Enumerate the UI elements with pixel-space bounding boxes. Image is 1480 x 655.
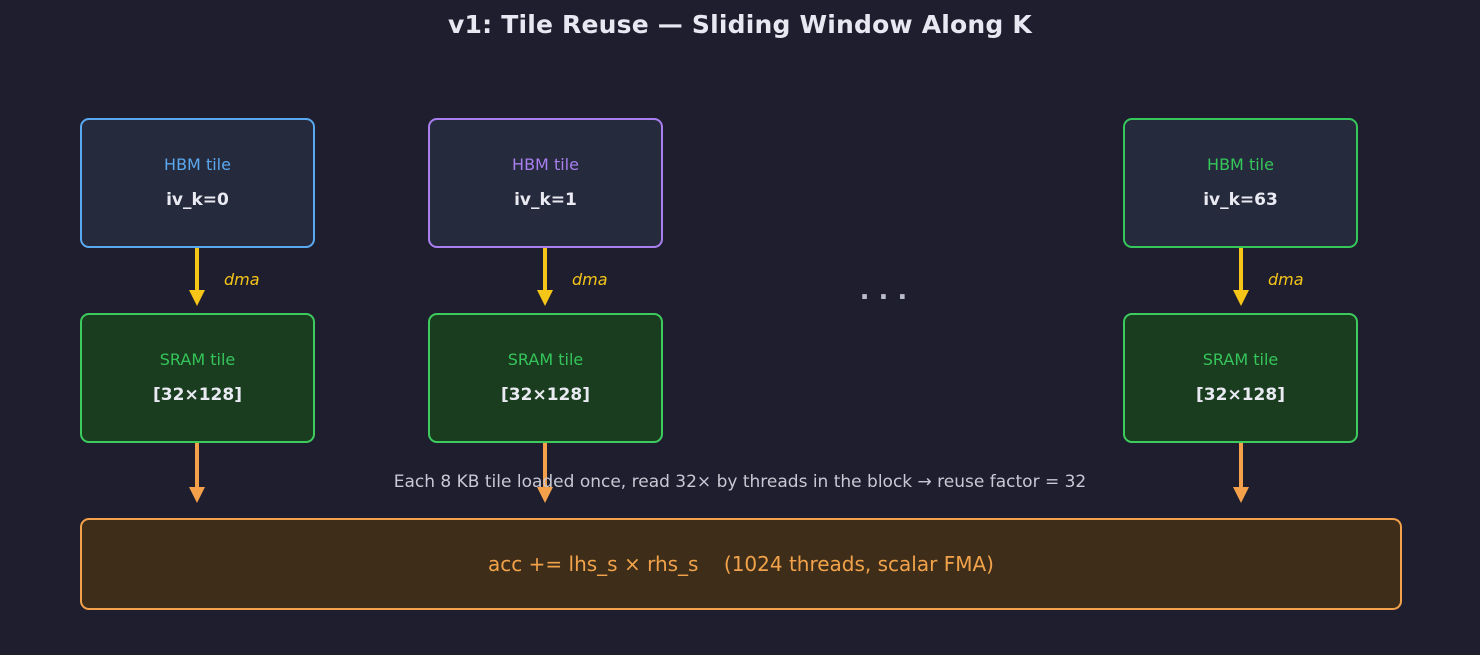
hbm-tile-kind-label: HBM tile: [1207, 154, 1274, 174]
sram-tile-shape-value: [32×128]: [1196, 385, 1285, 406]
sram-tile-node-2: SRAM tile [32×128]: [1123, 313, 1358, 443]
ellipsis-indicator: ...: [859, 276, 917, 306]
accumulate-arrow-1: [532, 443, 558, 505]
dma-edge-label-2: dma: [1268, 270, 1304, 289]
page-title: v1: Tile Reuse — Sliding Window Along K: [448, 10, 1032, 39]
dma-arrow-0: [184, 248, 210, 308]
sram-tile-node-0: SRAM tile [32×128]: [80, 313, 315, 443]
accumulate-arrow-2: [1228, 443, 1254, 505]
hbm-tile-node-0: HBM tile iv_k=0: [80, 118, 315, 248]
reuse-factor-caption: Each 8 KB tile loaded once, read 32× by …: [393, 472, 1087, 492]
sram-tile-kind-label: SRAM tile: [1202, 349, 1279, 369]
accumulator-fma-node: acc += lhs_s × rhs_s (1024 threads, scal…: [80, 518, 1402, 610]
sram-tile-kind-label: SRAM tile: [507, 349, 584, 369]
hbm-tile-kind-label: HBM tile: [512, 154, 579, 174]
hbm-tile-kind-label: HBM tile: [164, 154, 231, 174]
accumulator-expression: acc += lhs_s × rhs_s (1024 threads, scal…: [488, 552, 994, 576]
hbm-tile-index-value: iv_k=1: [514, 190, 577, 211]
hbm-tile-index-value: iv_k=0: [166, 190, 229, 211]
hbm-tile-index-value: iv_k=63: [1203, 190, 1278, 211]
dma-edge-label-0: dma: [224, 270, 260, 289]
sram-tile-shape-value: [32×128]: [153, 385, 242, 406]
accumulate-arrow-0: [184, 443, 210, 505]
hbm-tile-node-2: HBM tile iv_k=63: [1123, 118, 1358, 248]
sram-tile-kind-label: SRAM tile: [159, 349, 236, 369]
hbm-tile-node-1: HBM tile iv_k=1: [428, 118, 663, 248]
dma-arrow-2: [1228, 248, 1254, 308]
dma-arrow-1: [532, 248, 558, 308]
dma-edge-label-1: dma: [572, 270, 608, 289]
sram-tile-shape-value: [32×128]: [501, 385, 590, 406]
sram-tile-node-1: SRAM tile [32×128]: [428, 313, 663, 443]
